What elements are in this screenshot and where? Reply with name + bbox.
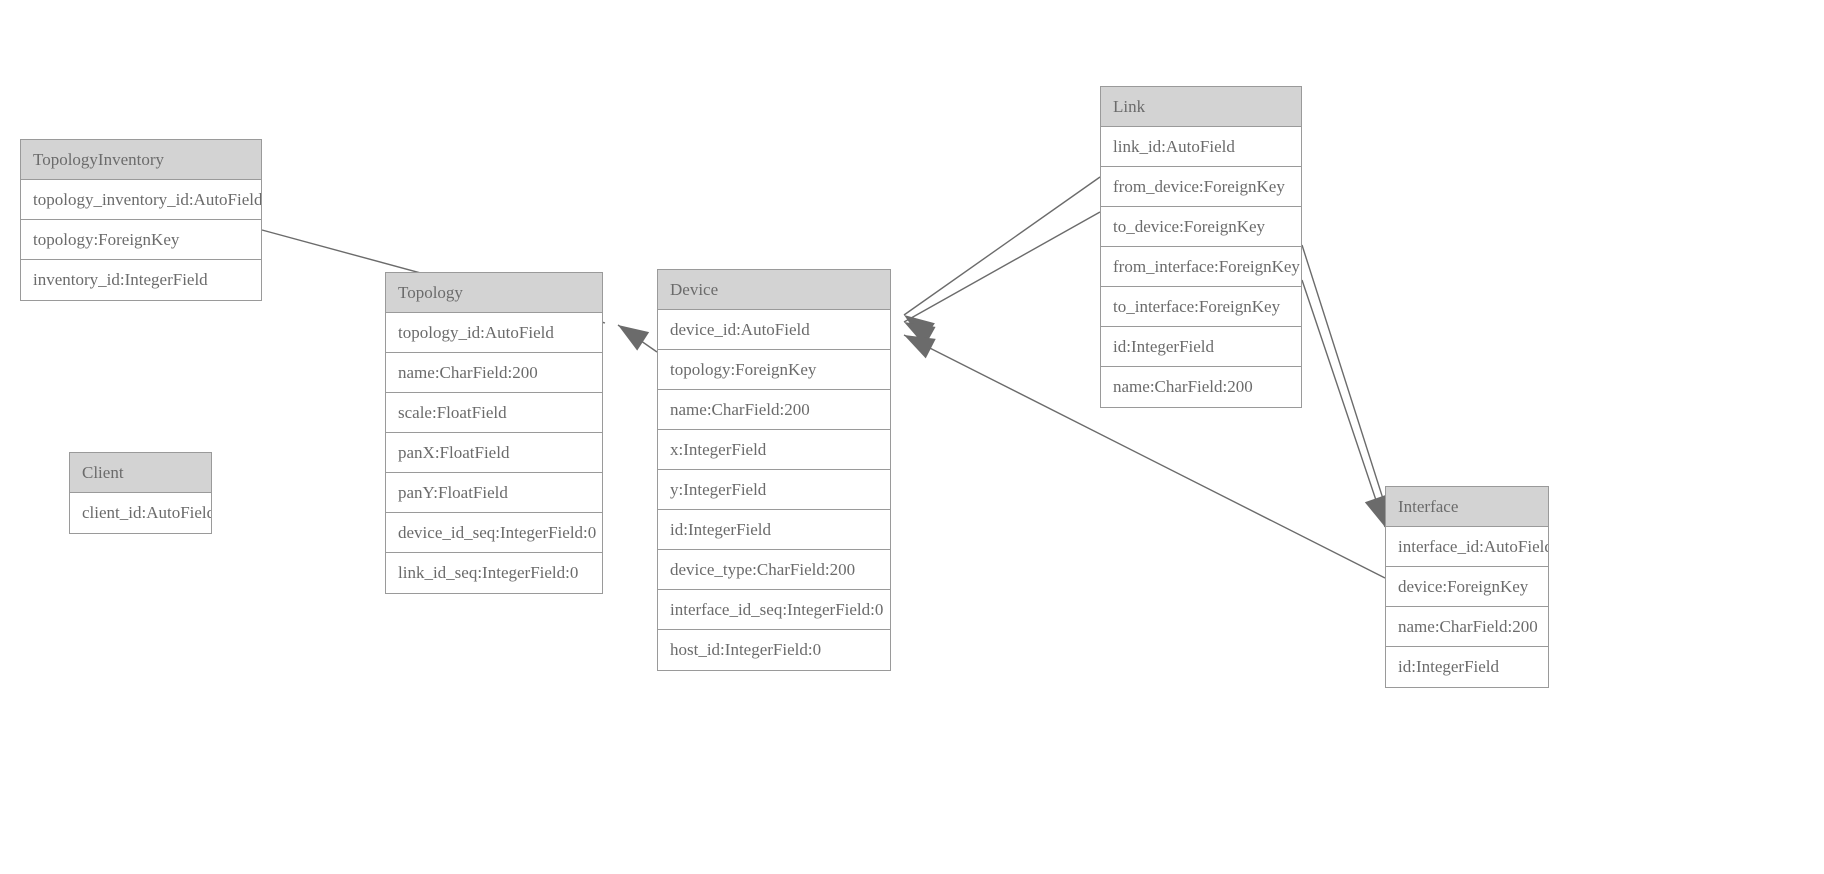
relationship-edge-rel-link-from-device [903, 176, 1101, 342]
entity-field-row: x:IntegerField [658, 430, 890, 470]
relationship-arrowhead [618, 325, 650, 351]
entity-title-device: Device [658, 270, 890, 310]
relationship-arrowhead [904, 335, 936, 359]
entity-title-link: Link [1101, 87, 1301, 127]
entity-field-row: device:ForeignKey [1386, 567, 1548, 607]
entity-field-row: name:CharField:200 [1386, 607, 1548, 647]
entity-field-row: id:IntegerField [1386, 647, 1548, 687]
relationship-edge-rel-link-to-device [903, 211, 1101, 347]
entity-field-row: panY:FloatField [386, 473, 602, 513]
entity-title-interface: Interface [1386, 487, 1548, 527]
entity-field-row: name:CharField:200 [658, 390, 890, 430]
entity-field-row: name:CharField:200 [386, 353, 602, 393]
entity-field-row: link_id:AutoField [1101, 127, 1301, 167]
entity-field-row: client_id:AutoField [70, 493, 211, 533]
entity-field-row: id:IntegerField [1101, 327, 1301, 367]
entity-field-row: interface_id_seq:IntegerField:0 [658, 590, 890, 630]
entity-field-row: y:IntegerField [658, 470, 890, 510]
entity-field-row: from_device:ForeignKey [1101, 167, 1301, 207]
relationship-edge-rel-link-to-interface [1301, 279, 1386, 528]
entity-title-topology: Topology [386, 273, 602, 313]
entity-title-topologyinventory: TopologyInventory [21, 140, 261, 180]
entity-field-row: to_interface:ForeignKey [1101, 287, 1301, 327]
entity-field-row: interface_id:AutoField [1386, 527, 1548, 567]
entity-field-row: device_type:CharField:200 [658, 550, 890, 590]
entity-field-row: inventory_id:IntegerField [21, 260, 261, 300]
entity-field-row: panX:FloatField [386, 433, 602, 473]
entity-field-row: device_id:AutoField [658, 310, 890, 350]
relationship-arrowhead [904, 315, 935, 342]
entity-field-row: id:IntegerField [658, 510, 890, 550]
entity-title-client: Client [70, 453, 211, 493]
entity-field-row: topology_inventory_id:AutoField [21, 180, 261, 220]
entity-field-row: topology:ForeignKey [21, 220, 261, 260]
relationship-edge-rel-device-topology [617, 324, 658, 353]
entity-field-row: device_id_seq:IntegerField:0 [386, 513, 602, 553]
entity-field-row: scale:FloatField [386, 393, 602, 433]
entity-field-row: topology_id:AutoField [386, 313, 602, 353]
entity-field-row: from_interface:ForeignKey [1101, 247, 1301, 287]
entity-field-row: to_device:ForeignKey [1101, 207, 1301, 247]
entity-field-row: topology:ForeignKey [658, 350, 890, 390]
entity-field-row: host_id:IntegerField:0 [658, 630, 890, 670]
entity-field-row: name:CharField:200 [1101, 367, 1301, 407]
entity-field-row: link_id_seq:IntegerField:0 [386, 553, 602, 593]
relationship-arrowhead [904, 322, 936, 347]
